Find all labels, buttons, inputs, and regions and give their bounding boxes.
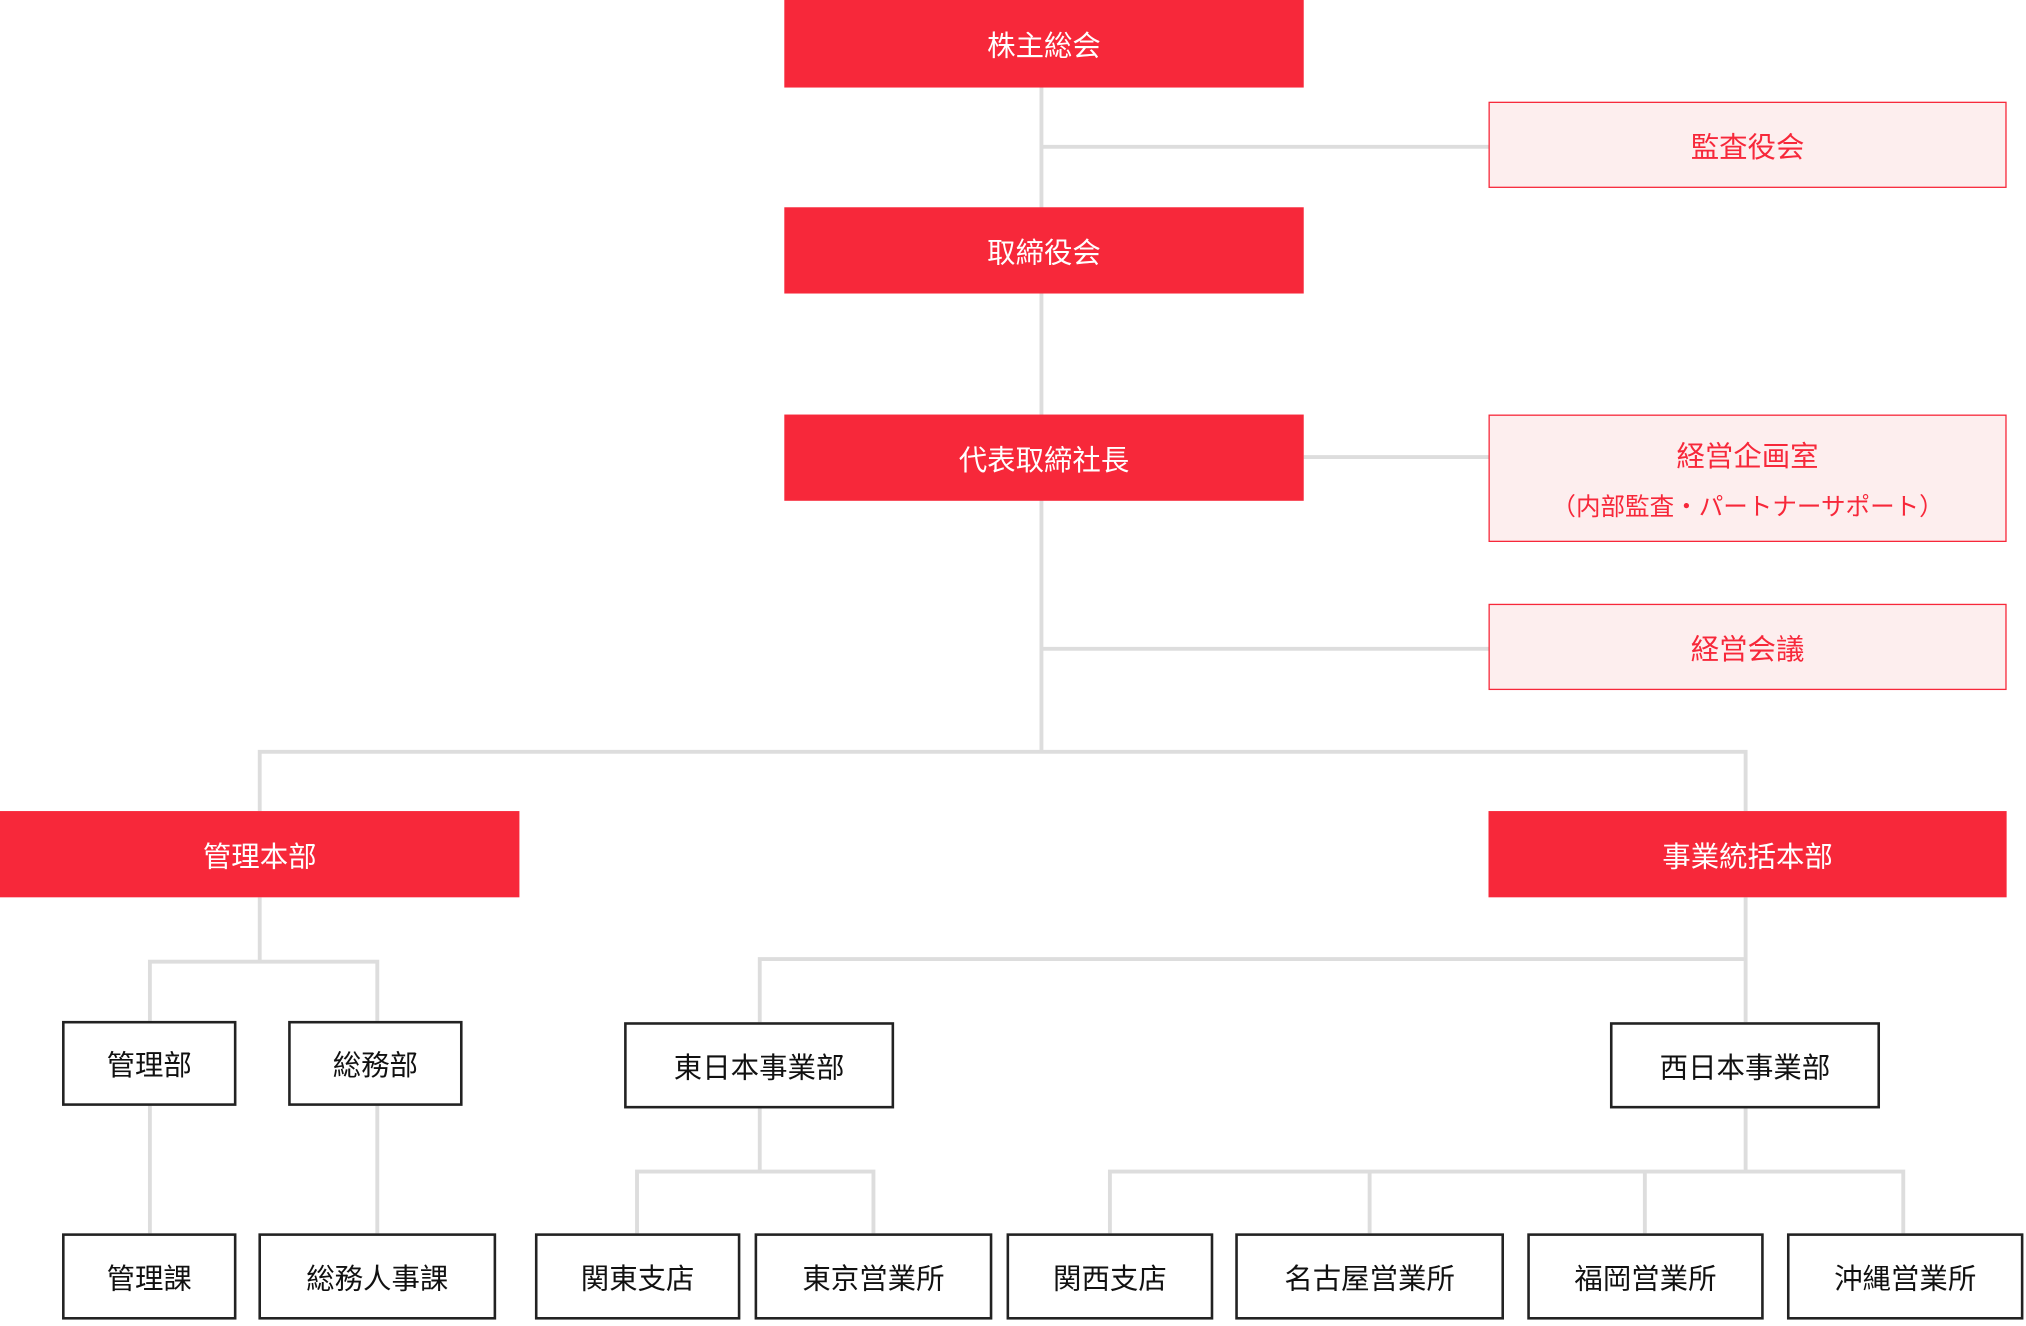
- node-west-japan-division: 西日本事業部: [1609, 1022, 1881, 1109]
- node-label: 経営会議: [1690, 634, 1805, 667]
- node-general-affairs-dept: 総務部: [288, 1020, 463, 1106]
- node-admin-section: 管理課: [62, 1233, 237, 1320]
- node-east-japan-division: 東日本事業部: [624, 1022, 895, 1109]
- node-label: 総務人事課: [306, 1263, 449, 1296]
- node-management-meeting: 経営会議: [1488, 603, 2007, 691]
- node-kanto-branch: 関東支店: [534, 1233, 741, 1320]
- node-label: 株主総会: [987, 30, 1101, 64]
- node-shareholders-meeting: 株主総会: [784, 0, 1304, 88]
- node-ga-hr-section: 総務人事課: [258, 1233, 497, 1320]
- node-label: 東日本事業部: [673, 1052, 845, 1085]
- node-label: 管理本部: [202, 841, 317, 874]
- node-label: 総務部: [332, 1050, 418, 1083]
- node-tokyo-office: 東京営業所: [754, 1233, 993, 1320]
- node-label: 福岡営業所: [1574, 1263, 1717, 1296]
- node-label: 関西支店: [1053, 1263, 1167, 1296]
- node-board-of-directors: 取締役会: [784, 207, 1304, 294]
- node-sublabel: （内部監査・パートナーサポート）: [1551, 493, 1944, 522]
- node-label: 沖縄営業所: [1834, 1263, 1977, 1296]
- node-label: 監査役会: [1690, 131, 1805, 165]
- node-label: 関東支店: [580, 1263, 695, 1296]
- node-label: 代表取締社長: [958, 444, 1130, 477]
- node-label: 東京営業所: [802, 1263, 945, 1296]
- node-fukuoka-office: 福岡営業所: [1527, 1233, 1764, 1320]
- node-admin-hq: 管理本部: [0, 811, 520, 898]
- node-business-hq: 事業統括本部: [1488, 811, 2007, 898]
- node-okinawa-office: 沖縄営業所: [1786, 1233, 2024, 1320]
- node-label: 名古屋営業所: [1284, 1263, 1455, 1296]
- node-label: 西日本事業部: [1659, 1052, 1831, 1085]
- node-admin-dept: 管理部: [62, 1020, 237, 1106]
- node-corporate-planning: 経営企画室 （内部監査・パートナーサポート）: [1488, 414, 2007, 542]
- node-label: 取締役会: [987, 237, 1101, 270]
- node-label: 管理課: [106, 1263, 192, 1296]
- node-president: 代表取締社長: [784, 414, 1304, 501]
- node-kansai-branch: 関西支店: [1006, 1233, 1214, 1320]
- node-label: 事業統括本部: [1662, 841, 1833, 874]
- node-nagoya-office: 名古屋営業所: [1235, 1233, 1505, 1320]
- node-label: 管理部: [106, 1050, 192, 1083]
- node-label: 経営企画室: [1676, 441, 1819, 474]
- node-audit-board: 監査役会: [1488, 101, 2007, 188]
